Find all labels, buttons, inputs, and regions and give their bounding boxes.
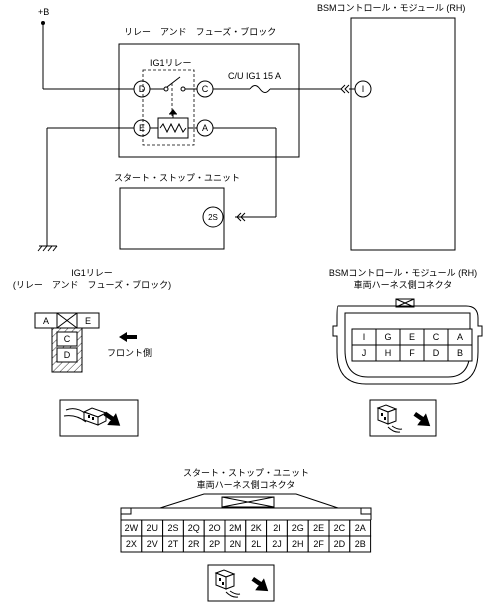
ground-icon	[37, 245, 58, 252]
power-label: +B	[38, 7, 49, 17]
ssu-pin-2j: 2J	[272, 539, 282, 549]
ssu-pin-2v: 2V	[147, 539, 158, 549]
bsm-pin-d: D	[433, 348, 440, 358]
connector-mark-i	[340, 84, 350, 94]
ssu-pin-2b: 2B	[355, 539, 366, 549]
start-stop-unit-title: スタート・ストップ・ユニット	[114, 173, 240, 183]
bsm-pin-c: C	[433, 332, 440, 342]
ssu-connector-title: スタート・ストップ・ユニット	[183, 468, 309, 478]
ssu-pin-2t: 2T	[168, 539, 179, 549]
ssu-pin-2r: 2R	[188, 539, 200, 549]
ig1-relay-connector-title: IG1リレー	[71, 268, 113, 278]
ssu-connector-view-icon	[207, 564, 275, 602]
ssu-connector-subtitle: 車両ハーネス側コネクタ	[197, 479, 296, 490]
ig1-relay-outline	[142, 69, 195, 146]
start-stop-unit	[119, 187, 225, 250]
ssu-pin-2p: 2P	[209, 539, 220, 549]
ssu-pin-2x: 2X	[126, 539, 137, 549]
ig1-relay-connector-face: A E C D	[34, 312, 100, 373]
ssu-pin-2f: 2F	[313, 539, 324, 549]
ssu-pin-2q: 2Q	[188, 523, 200, 533]
ig1-connector-view-icon	[59, 399, 139, 437]
ig1-relay-connector-subtitle: (リレー アンド フューズ・ブロック)	[13, 279, 171, 290]
bsm-pin-g: G	[384, 332, 391, 342]
bsm-pin-e: E	[409, 332, 415, 342]
ssu-pin-2m: 2M	[229, 523, 242, 533]
ssu-pin-2a: 2A	[355, 523, 366, 533]
ssu-connector-pins: 2W 2U 2S 2Q 2O 2M 2K 2I 2G 2E 2C 2A 2X 2V 2T 2R 2P 2N 2L 2J…	[120, 519, 372, 553]
bsm-pin-b: B	[457, 348, 463, 358]
bsm-pin-cell	[447, 344, 473, 362]
terminal-e: E	[133, 119, 151, 137]
bsm-pin-f: F	[409, 348, 415, 358]
terminal-i-label: I	[362, 84, 365, 94]
terminal-d-label: D	[139, 84, 146, 94]
terminal-d: D	[133, 80, 151, 98]
ig1-pin-d: D	[64, 350, 71, 360]
bsm-connector-title: BSMコントロール・モジュール (RH)	[329, 268, 477, 278]
ssu-pin-2c: 2C	[334, 523, 346, 533]
relay-fuse-block	[118, 43, 300, 158]
bsm-connector-pins: I G E C A J H F D B	[351, 328, 473, 362]
bsm-connector-view-icon	[369, 399, 437, 437]
relay-coil	[150, 109, 197, 139]
ig1-pin-a: A	[43, 316, 49, 326]
ssu-pin-2h: 2H	[292, 539, 304, 549]
fuse-label: C/U IG1 15 A	[228, 71, 281, 81]
terminal-e-label: E	[139, 123, 145, 133]
terminal-a-label: A	[202, 123, 208, 133]
ssu-pin-cell	[349, 535, 372, 553]
ssu-pin-2n: 2N	[230, 539, 242, 549]
ssu-pin-2g: 2G	[292, 523, 304, 533]
connector-mark-2s	[236, 212, 246, 222]
terminal-a: A	[196, 119, 214, 137]
relay-block-title: リレー アンド フューズ・ブロック	[124, 26, 276, 37]
bsm-connector-subtitle: 車両ハーネス側コネクタ	[354, 279, 453, 290]
relay-switch	[150, 76, 197, 118]
ssu-connector-face	[120, 493, 372, 520]
terminal-i: I	[354, 80, 372, 98]
ssu-pin-2o: 2O	[209, 523, 221, 533]
ssu-pin-2w: 2W	[125, 523, 139, 533]
bsm-pin-i: I	[363, 332, 366, 342]
ssu-pin-2i: 2I	[273, 523, 281, 533]
ig1-pin-e: E	[85, 316, 91, 326]
terminal-2s: 2S	[202, 206, 224, 228]
front-side-label: フロント側	[107, 347, 152, 358]
front-arrow-icon	[119, 332, 137, 342]
terminal-c: C	[196, 80, 214, 98]
bsm-module	[350, 17, 456, 251]
bsm-pin-a: A	[457, 332, 463, 342]
ssu-pin-2u: 2U	[146, 523, 158, 533]
ssu-pin-2d: 2D	[334, 539, 346, 549]
ssu-pin-2s: 2S	[167, 523, 178, 533]
ig1-pin-c: C	[64, 334, 71, 344]
bsm-module-title: BSMコントロール・モジュール (RH)	[317, 3, 465, 13]
ssu-pin-2e: 2E	[313, 523, 324, 533]
ig1-relay-label: IG1リレー	[150, 58, 192, 68]
bsm-pin-j: J	[362, 348, 367, 358]
ssu-pin-2k: 2K	[251, 523, 262, 533]
terminal-c-label: C	[202, 84, 209, 94]
terminal-2s-label: 2S	[208, 213, 218, 222]
fuse-symbol	[249, 85, 271, 93]
bsm-pin-h: H	[385, 348, 392, 358]
ssu-pin-2l: 2L	[251, 539, 261, 549]
